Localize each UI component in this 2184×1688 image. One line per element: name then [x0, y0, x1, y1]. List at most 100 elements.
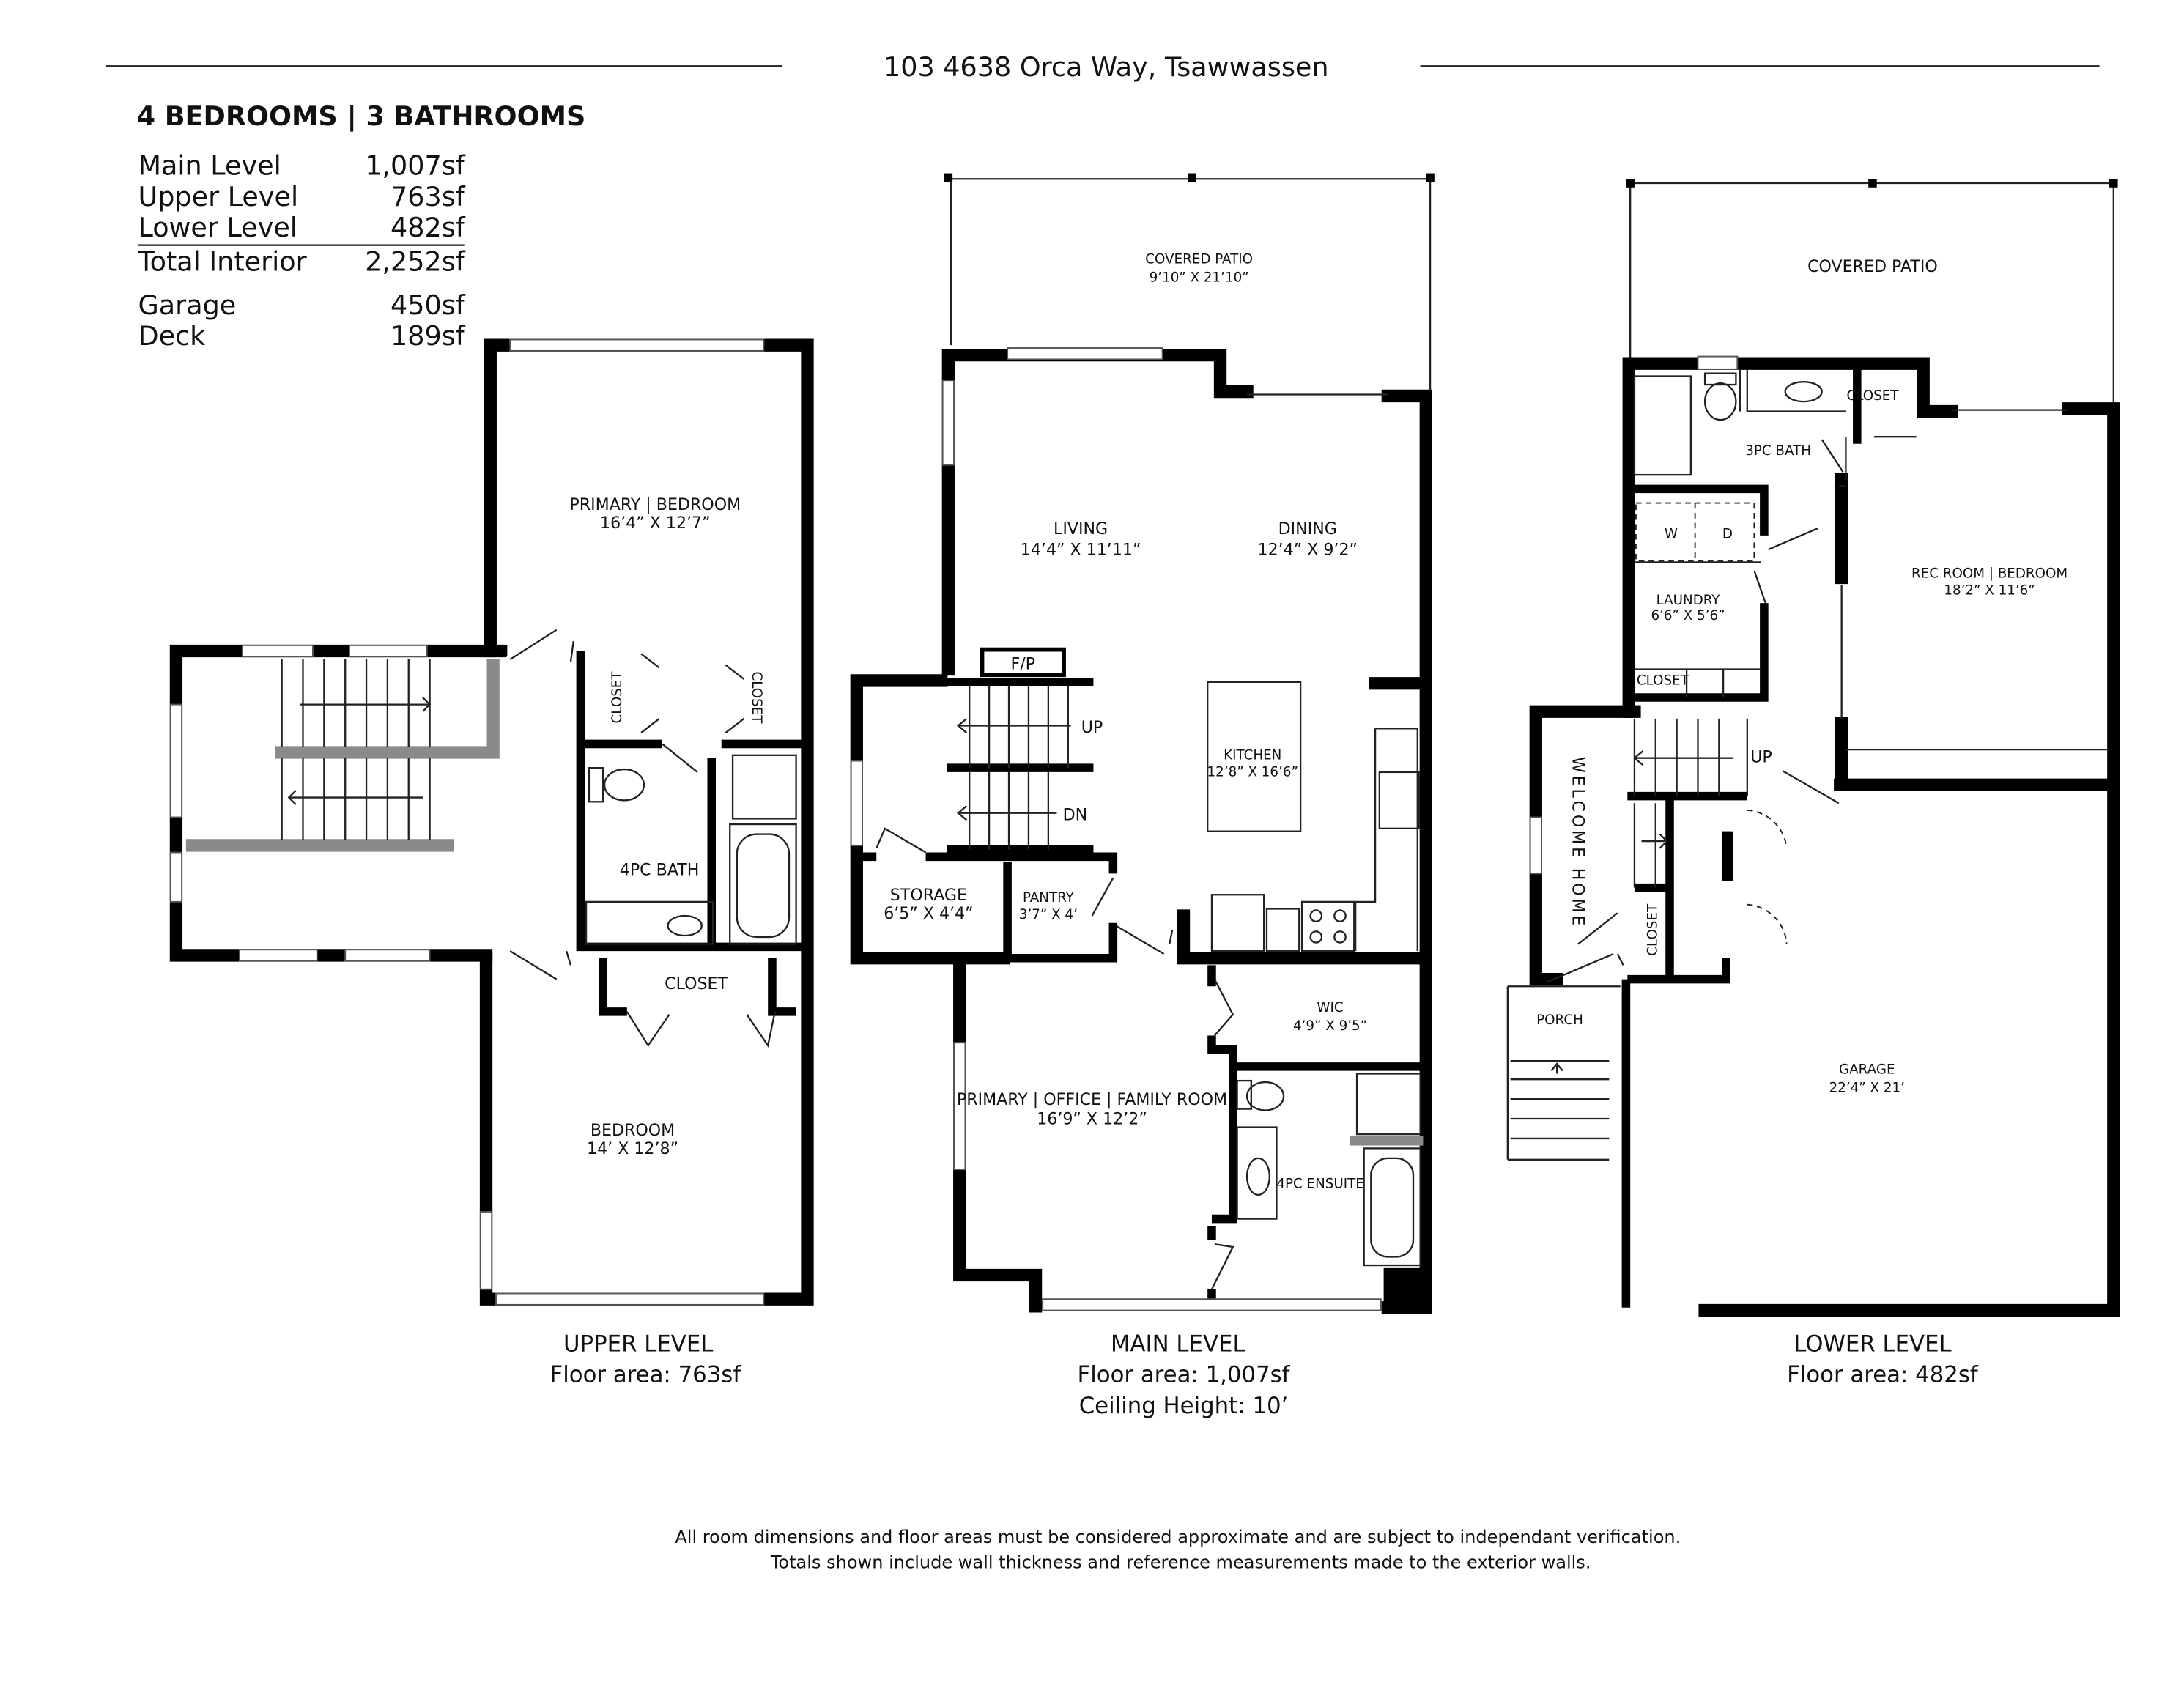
stairs-up-label: UP: [1081, 718, 1103, 737]
shower-icon: [1355, 1073, 1421, 1136]
window: [495, 1292, 765, 1306]
room-name: STORAGE: [890, 886, 967, 905]
window: [241, 644, 314, 658]
bed-bath-title: 4 BEDROOMS | 3 BATHROOMS: [137, 100, 586, 132]
level-floor-area: Floor area: 482sf: [1787, 1362, 1979, 1388]
room-dims: 16’4” X 12’7”: [600, 514, 711, 533]
room-name: PANTRY: [1023, 890, 1075, 906]
room-name: COVERED PATIO: [1807, 257, 1938, 276]
room-dims: 18’2” X 11’6”: [1944, 583, 2035, 599]
summary-label: Garage: [138, 289, 236, 321]
summary-value: 763sf: [390, 181, 466, 212]
stairs-down-label: DN: [1063, 805, 1088, 824]
room-name: CLOSET: [610, 671, 625, 724]
room-name: REC ROOM | BEDROOM: [1911, 566, 2068, 582]
room-name: CLOSET: [1646, 903, 1661, 956]
window: [169, 703, 183, 818]
window: [850, 760, 863, 846]
room-name: WIC: [1317, 1000, 1343, 1015]
room-name: 3PC BATH: [1745, 443, 1811, 459]
room-name: CLOSET: [1637, 673, 1689, 689]
summary-label: Main Level: [138, 149, 281, 181]
summary-value: 450sf: [390, 289, 466, 321]
washer-label: W: [1665, 527, 1678, 542]
shower-icon: [731, 754, 797, 820]
summary-label: Lower Level: [138, 212, 297, 243]
bathtub-icon: [1363, 1147, 1421, 1267]
property-address: 103 4638 Orca Way, Tsawwassen: [884, 51, 1329, 83]
room-dims: 6’6” X 5’6”: [1651, 608, 1725, 623]
window: [941, 380, 955, 466]
room-dims: 16’9” X 12’2”: [1037, 1110, 1147, 1129]
room-dims: 9’10” X 21’10”: [1150, 270, 1249, 286]
room-name: KITCHEN: [1224, 748, 1281, 763]
room-dims: 4’9” X 9’5”: [1293, 1018, 1367, 1034]
room-name: 4PC BATH: [620, 860, 700, 879]
sink-icon: [585, 900, 714, 945]
stove-icon: [1300, 900, 1355, 952]
level-floor-area: Floor area: 1,007sf: [1078, 1362, 1291, 1388]
room-dims: 12’8” X 16’6”: [1207, 765, 1298, 780]
window: [349, 644, 428, 658]
room-name: DINING: [1278, 519, 1337, 538]
window: [953, 1042, 966, 1171]
summary-value: 482sf: [390, 212, 466, 243]
upper-level-plan: PRIMARY | BEDROOM 16’4” X 12’7” CLOSET C…: [169, 338, 814, 1388]
level-caption: LOWER LEVEL: [1794, 1330, 1951, 1357]
stairs-up-label: UP: [1750, 747, 1772, 766]
kitchen-sink-icon: [1378, 771, 1420, 829]
main-level-plan: COVERED PATIO 9’10” X 21’10” LIVING 14’4…: [850, 173, 1435, 1419]
room-name: PORCH: [1536, 1013, 1583, 1028]
room-dims: 22’4” X 21’: [1829, 1080, 1905, 1095]
sink-icon: [1784, 381, 1823, 403]
summary-label: Upper Level: [138, 181, 298, 212]
dryer-label: D: [1722, 527, 1733, 542]
window: [1529, 816, 1542, 875]
area-summary: 4 BEDROOMS | 3 BATHROOMS Main Level 1,00…: [137, 100, 586, 352]
room-name: CLOSET: [1846, 388, 1899, 404]
level-floor-area: Floor area: 763sf: [550, 1362, 742, 1388]
room-dims: 6’5” X 4’4”: [884, 904, 973, 923]
window: [238, 949, 318, 962]
room-name: BEDROOM: [591, 1121, 675, 1140]
window: [1697, 355, 1739, 370]
summary-label: Total Interior: [137, 245, 307, 277]
window: [1007, 347, 1163, 360]
summary-value: 189sf: [390, 320, 466, 352]
window: [344, 949, 431, 962]
window: [169, 851, 183, 903]
lower-level-plan: COVERED PATIO CLOSET 3PC BATH W D LAUNDR…: [1506, 179, 2120, 1388]
room-dims: 14’4” X 11’11”: [1021, 541, 1141, 560]
room-name: COVERED PATIO: [1145, 252, 1253, 267]
disclaimer-line-1: All room dimensions and floor areas must…: [675, 1527, 1681, 1547]
bathtub-icon: [729, 823, 797, 945]
room-name: CLOSET: [665, 974, 728, 993]
toilet-icon: [1703, 382, 1737, 421]
room-name: 4PC ENSUITE: [1276, 1176, 1363, 1191]
window: [1042, 1298, 1382, 1311]
welcome-home-label: WELCOME HOME: [1568, 757, 1587, 928]
room-name: PRIMARY | OFFICE | FAMILY ROOM: [957, 1090, 1227, 1109]
room-name: PRIMARY | BEDROOM: [569, 495, 741, 514]
toilet-icon: [588, 766, 645, 803]
room-dims: 3’7” X 4’: [1019, 907, 1078, 922]
room-dims: 14’ X 12’8”: [587, 1139, 678, 1158]
room-name: CLOSET: [749, 672, 764, 725]
sink-icon: [1245, 1157, 1270, 1196]
room-name: LAUNDRY: [1656, 593, 1721, 608]
room-dims: 12’4” X 9’2”: [1258, 541, 1358, 560]
bathtub-icon: [1633, 375, 1692, 476]
ceiling-height: Ceiling Height: 10’: [1079, 1393, 1289, 1419]
level-caption: UPPER LEVEL: [563, 1330, 713, 1357]
summary-value: 1,007sf: [365, 149, 466, 181]
window: [509, 338, 765, 352]
disclaimer-line-2: Totals shown include wall thickness and …: [770, 1552, 1591, 1573]
level-caption: MAIN LEVEL: [1111, 1330, 1245, 1357]
fireplace-label: F/P: [1011, 655, 1036, 674]
room-name: LIVING: [1054, 519, 1108, 538]
window: [479, 1210, 493, 1290]
toilet-icon: [1245, 1081, 1285, 1111]
room-name: GARAGE: [1839, 1062, 1895, 1077]
summary-value: 2,252sf: [365, 245, 466, 277]
